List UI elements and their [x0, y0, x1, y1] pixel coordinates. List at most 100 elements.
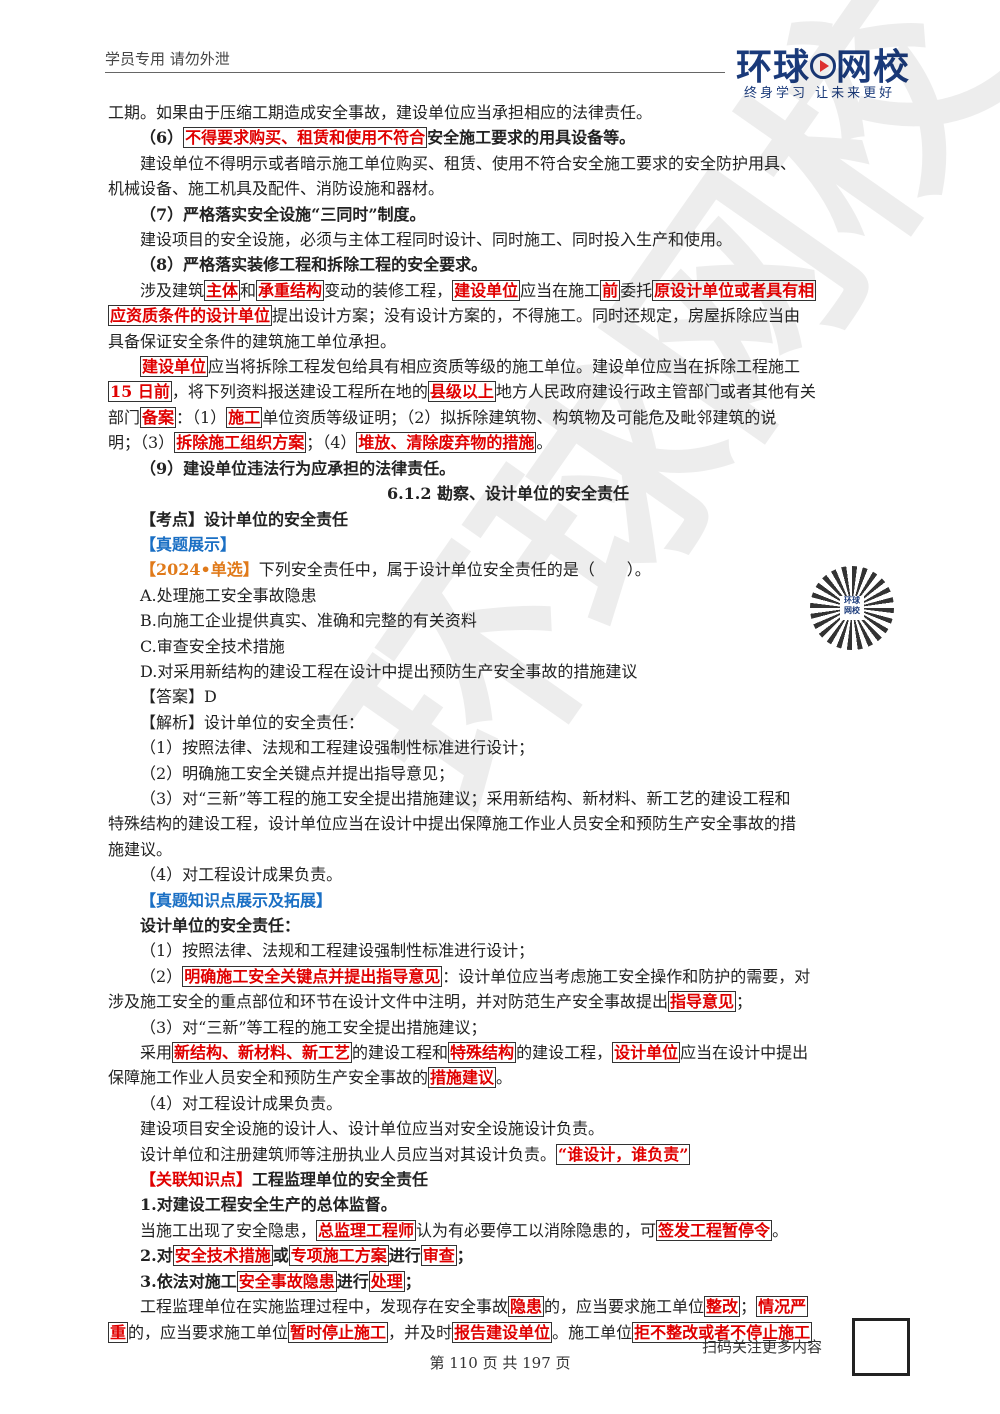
paragraph-line: 涉及施工安全的重点部位和环节在设计文件中注明，并对防范生产安全事故提出指导意见；: [108, 989, 908, 1014]
related-title: 工程监理单位的安全责任: [252, 1170, 429, 1190]
paragraph-line: 应资质条件的设计单位提出设计方案；没有设计方案的，不得施工。同时还规定，房屋拆除…: [108, 303, 908, 328]
highlight: 审查: [420, 1245, 457, 1267]
paragraph-line: 工程监理单位在实施监理过程中，发现存在安全事故隐患的，应当要求施工单位整改；情况…: [108, 1294, 908, 1319]
highlight: 签发工程暂停令: [656, 1219, 773, 1241]
highlight: 承重结构: [256, 279, 325, 301]
paragraph-line: 工期。如果由于压缩工期造成安全事故，建设单位应当承担相应的法律责任。: [108, 103, 653, 122]
text: （2）: [140, 966, 183, 986]
text: ；: [736, 992, 753, 1012]
kaodian-heading: 【考点】设计单位的安全责任: [140, 509, 349, 529]
text: 。: [496, 1068, 513, 1088]
text: 变动的装修工程，: [324, 280, 453, 300]
highlight: 拆除施工组织方案: [174, 432, 307, 454]
text: ；: [404, 1271, 421, 1291]
mini-program-qr-code[interactable]: 环球网校: [810, 566, 894, 650]
brand-slogan: 终身学习 让未来更好: [744, 86, 896, 101]
highlight: 应资质条件的设计单位: [108, 305, 273, 327]
header-divider: [105, 72, 725, 73]
highlight: 报告建设单位: [452, 1321, 553, 1343]
paragraph-line: 建设项目安全设施的设计人、设计单位应当对安全设施设计负责。: [140, 1119, 605, 1139]
zhenti-heading: 【真题展示】: [140, 534, 237, 554]
question-stem: 【2024•单选】下列安全责任中，属于设计单位安全责任的是（ ）。: [108, 557, 908, 582]
text: ，并及时: [388, 1322, 453, 1342]
text: 保障施工作业人员安全和预防生产安全事故的: [108, 1068, 429, 1088]
paragraph-line: 当施工出现了安全隐患，总监理工程师认为有必要停工以消除隐患的，可签发工程暂停令。: [108, 1218, 908, 1243]
text: （6）: [140, 128, 184, 148]
text: ：（1）: [176, 407, 227, 427]
analysis-line: 特殊结构的建设工程，设计单位应当在设计中提出保障施工作业人员安全和预防生产安全事…: [108, 814, 797, 834]
text: 的，应当要求施工单位: [128, 1322, 289, 1342]
text: 委托: [620, 280, 653, 300]
analysis-line: 施建议。: [108, 839, 173, 859]
text: 提出设计方案；没有设计方案的，不得施工。同时还规定，房屋拆除应当由: [272, 306, 801, 326]
text: 或: [272, 1246, 289, 1266]
paragraph-line: 采用新结构、新材料、新工艺的建设工程和特殊结构的建设工程，设计单位应当在设计中提…: [108, 1040, 908, 1065]
scan-caption: 扫码关注更多内容: [702, 1338, 823, 1356]
paragraph-line: （6）不得要求购买、租赁和使用不符合安全施工要求的用具设备等。: [108, 125, 908, 150]
highlight: 堆放、清除废弃物的措施: [356, 432, 537, 454]
related-heading: 【关联知识点】工程监理单位的安全责任: [108, 1167, 908, 1192]
text: 涉及施工安全的重点部位和环节在设计文件中注明，并对防范生产安全事故提出: [108, 992, 669, 1012]
paragraph-line: （3）对“三新”等工程的施工安全提出措施建议；: [140, 1017, 487, 1037]
play-circle-icon: [810, 53, 837, 79]
text: ；: [456, 1246, 473, 1266]
section-heading: 6.1.2 勘察、设计单位的安全责任: [386, 484, 630, 504]
highlight: 安全技术措施: [172, 1245, 273, 1267]
paragraph-line: （9）建设单位违法行为应承担的法律责任。: [140, 458, 456, 478]
text: 采用: [140, 1043, 173, 1063]
text: 当施工出现了安全隐患，: [140, 1220, 317, 1240]
paragraph-line: （8）严格落实装修工程和拆除工程的安全要求。: [140, 255, 488, 275]
text: 明；（3）: [108, 433, 175, 453]
paragraph-line: 设计单位和注册建筑师等注册执业人员应当对其设计负责。“谁设计，谁负责”: [108, 1142, 908, 1167]
highlight: 15 日前: [108, 381, 172, 403]
qr-logo-text-a: 环球: [844, 596, 860, 605]
highlight: 备案: [140, 406, 177, 428]
paragraph-line: （2）明确施工安全关键点并提出指导意见：设计单位应当考虑施工安全操作和防护的需要…: [108, 964, 908, 989]
highlight: 专项施工方案: [288, 1245, 389, 1267]
analysis-heading: 【解析】设计单位的安全责任：: [140, 712, 365, 732]
option-d: D.对采用新结构的建设工程在设计中提出预防生产安全事故的措施建议: [140, 661, 638, 681]
highlight: 设计单位: [612, 1042, 681, 1064]
text: 单位资质等级证明；（2）拟拆除建筑物、构筑物及可能危及毗邻建筑的说: [262, 407, 777, 427]
text: ；: [740, 1297, 757, 1317]
text: 。: [772, 1220, 789, 1240]
text: 安全施工要求的用具设备等。: [427, 128, 636, 148]
paragraph-line: 涉及建筑主体和承重结构变动的装修工程，建设单位应当在施工前委托原设计单位或者具有…: [108, 278, 908, 303]
highlight: 建设单位: [452, 279, 521, 301]
highlight: 主体: [204, 279, 241, 301]
highlight: 建设单位: [140, 356, 209, 378]
paragraph-line: 2.对安全技术措施或专项施工方案进行审查；: [108, 1243, 908, 1268]
qr-logo: 环球网校: [840, 596, 864, 620]
text: 。施工单位: [552, 1322, 633, 1342]
brand-logo: 环球网校: [736, 38, 910, 90]
logo-text-b: 网校: [836, 47, 911, 88]
highlight: 措施建议: [428, 1067, 497, 1089]
paragraph-line: 部门备案：（1）施工单位资质等级证明；（2）拟拆除建筑物、构筑物及可能危及毗邻建…: [108, 405, 908, 430]
highlight: 安全事故隐患: [236, 1270, 337, 1292]
subheading: 设计单位的安全责任：: [140, 916, 301, 935]
highlight: 不得要求购买、租赁和使用不符合: [183, 127, 428, 149]
qr-code[interactable]: [852, 1318, 910, 1376]
highlight: 总监理工程师: [316, 1219, 417, 1241]
highlight: 整改: [704, 1296, 741, 1318]
highlight: 重: [108, 1321, 129, 1343]
highlight: 原设计单位或者具有相: [652, 279, 817, 301]
analysis-line: （3）对“三新”等工程的施工安全提出措施建议；采用新结构、新材料、新工艺的建设工…: [140, 788, 791, 808]
text: ：设计单位应当考虑施工安全操作和防护的需要，对: [442, 966, 811, 986]
question-tag: 【2024•单选】: [140, 560, 259, 580]
highlight: 暂时停止施工: [288, 1321, 389, 1343]
text: 工程监理单位在实施监理过程中，发现存在安全事故: [140, 1297, 509, 1317]
document-body: 工期。如果由于压缩工期造成安全事故，建设单位应当承担相应的法律责任。 （6）不得…: [108, 100, 908, 1345]
text: 应当将拆除工程发包给具有相应资质等级的施工单位。建设单位应当在拆除工程施工: [208, 357, 801, 377]
text: 部门: [108, 407, 141, 427]
text: 的建设工程，: [516, 1043, 613, 1063]
logo-text-a: 环球: [736, 47, 811, 88]
highlight: 拒不整改或者不停止施工: [632, 1321, 813, 1343]
text: ，将下列资料报送建设工程所在地的: [171, 382, 428, 402]
option-a: A.处理施工安全事故隐患: [140, 585, 317, 605]
analysis-line: （4）对工程设计成果负责。: [140, 865, 343, 885]
analysis-line: （2）明确施工安全关键点并提出指导意见；: [140, 763, 455, 783]
text: 应当在设计中提出: [680, 1043, 809, 1063]
paragraph-line: 15 日前，将下列资料报送建设工程所在地的县级以上地方人民政府建设行政主管部门或…: [108, 379, 908, 404]
paragraph-line: （7）严格落实安全设施“三同时”制度。: [140, 204, 426, 224]
